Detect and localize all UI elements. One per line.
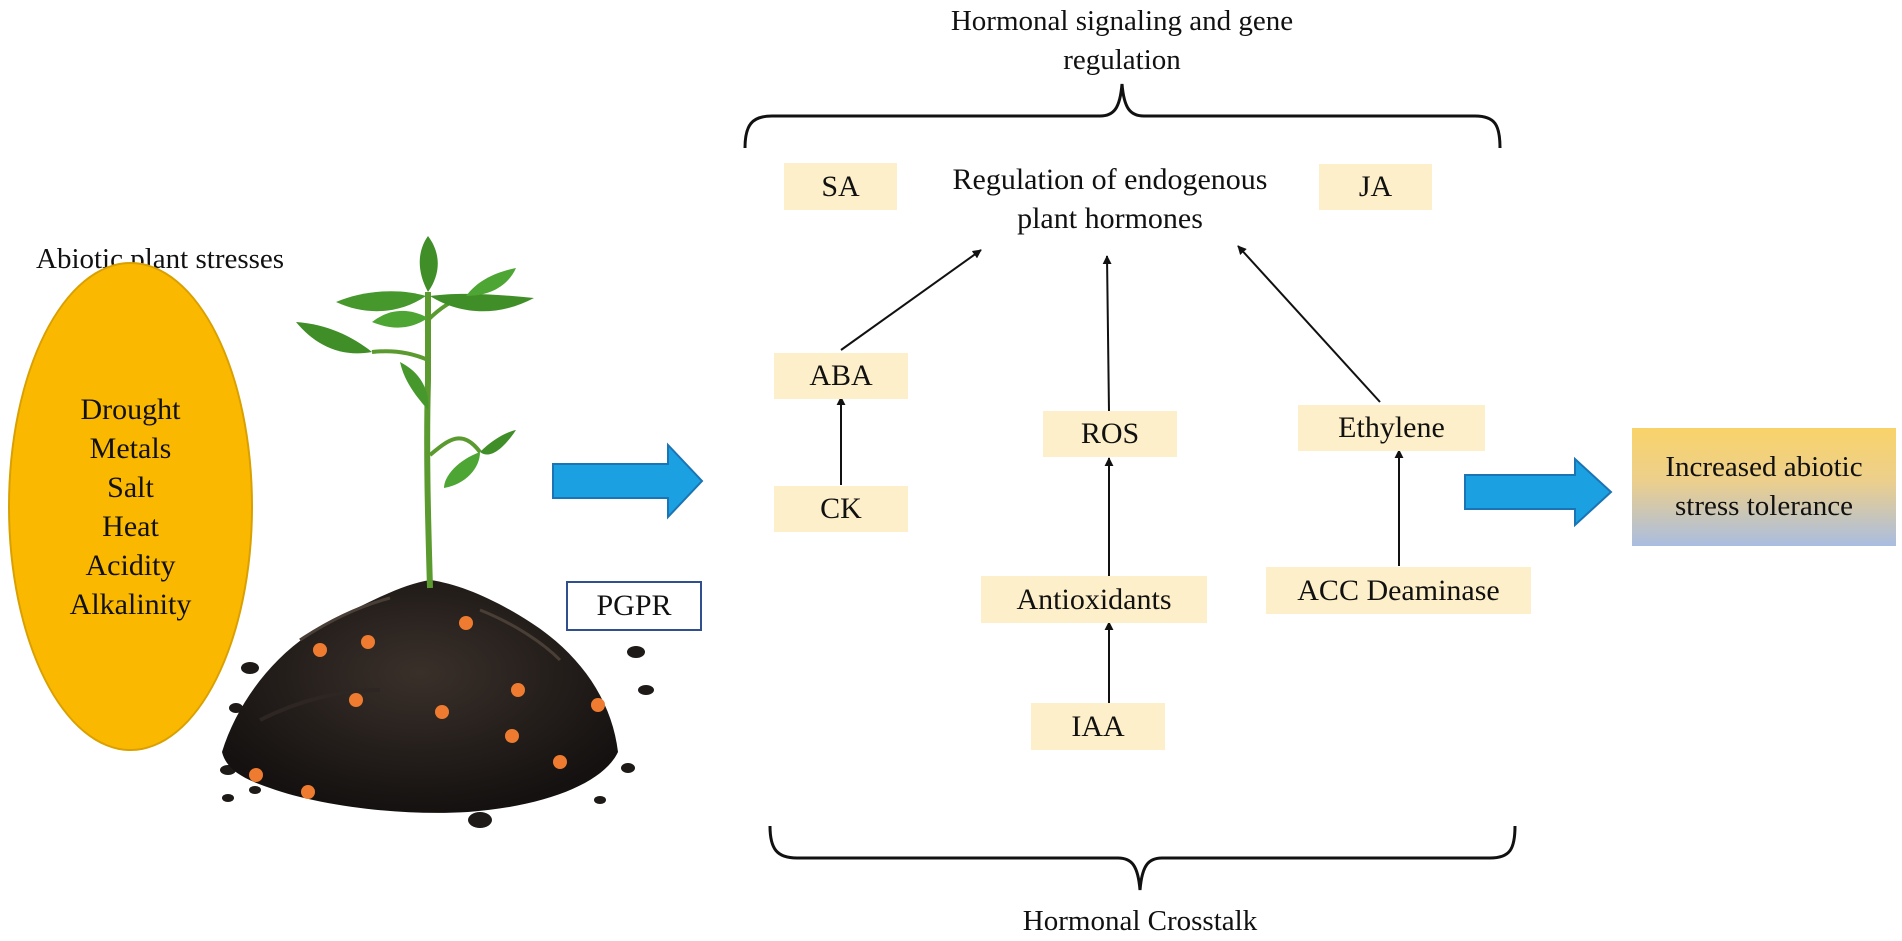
pgpr-bacteria-dots — [249, 616, 605, 799]
seedling-in-soil-illustration-icon — [220, 236, 654, 828]
flow-arrow-right-icon — [1464, 456, 1613, 528]
central-node: Regulation of endogenous plant hormones — [900, 160, 1320, 238]
central-node-line: Regulation of endogenous — [952, 163, 1268, 196]
central-node-line: plant hormones — [1017, 202, 1203, 235]
outcome-line: stress tolerance — [1675, 490, 1853, 522]
flow-arrow-right-icon — [552, 442, 704, 520]
bacteria-dot-icon — [553, 755, 567, 769]
bottom-curly-bracket-icon — [768, 825, 1517, 891]
node-iaa: IAA — [1031, 703, 1165, 750]
stress-item: Heat — [102, 509, 159, 543]
node-acc-deaminase: ACC Deaminase — [1266, 567, 1531, 614]
top-curly-bracket-icon — [743, 83, 1502, 149]
arrow-ros-to-central — [1102, 255, 1112, 413]
bacteria-dot-icon — [505, 729, 519, 743]
top-bracket-label-line: regulation — [1063, 44, 1181, 76]
bacteria-dot-icon — [591, 698, 605, 712]
bacteria-dot-icon — [313, 643, 327, 657]
bacteria-dot-icon — [459, 616, 473, 630]
node-ck: CK — [774, 486, 908, 532]
stress-oval: Drought Metals Salt Heat Acidity Alkalin… — [8, 262, 253, 751]
bottom-bracket-label: Hormonal Crosstalk — [1022, 905, 1258, 937]
outcome-box: Increased abiotic stress tolerance — [1632, 428, 1896, 546]
node-ros: ROS — [1043, 411, 1177, 457]
node-aba: ABA — [774, 353, 908, 399]
bacteria-dot-icon — [435, 705, 449, 719]
stress-item: Drought — [80, 392, 181, 426]
node-sa: SA — [784, 163, 897, 210]
top-bracket-label: Hormonal signaling and gene regulation — [892, 2, 1352, 80]
top-bracket-label-line: Hormonal signaling and gene — [950, 5, 1294, 37]
node-ja: JA — [1319, 164, 1432, 210]
bacteria-dot-icon — [511, 683, 525, 697]
bacteria-dot-icon — [301, 785, 315, 799]
stress-item: Alkalinity — [69, 587, 192, 621]
node-antioxidants: Antioxidants — [981, 576, 1207, 623]
arrow-aba-to-central — [840, 249, 982, 351]
node-ethylene: Ethylene — [1298, 405, 1485, 451]
bacteria-dot-icon — [249, 768, 263, 782]
bacteria-dot-icon — [349, 693, 363, 707]
arrow-ethylene-to-central — [1237, 245, 1381, 403]
pgpr-label: PGPR — [566, 581, 702, 631]
stress-item: Acidity — [85, 548, 176, 582]
outcome-line: Increased abiotic — [1665, 451, 1863, 483]
stress-list: Drought Metals Salt Heat Acidity Alkalin… — [70, 390, 192, 624]
stress-item: Salt — [107, 470, 154, 504]
stress-item: Metals — [89, 431, 172, 465]
bacteria-dot-icon — [361, 635, 375, 649]
